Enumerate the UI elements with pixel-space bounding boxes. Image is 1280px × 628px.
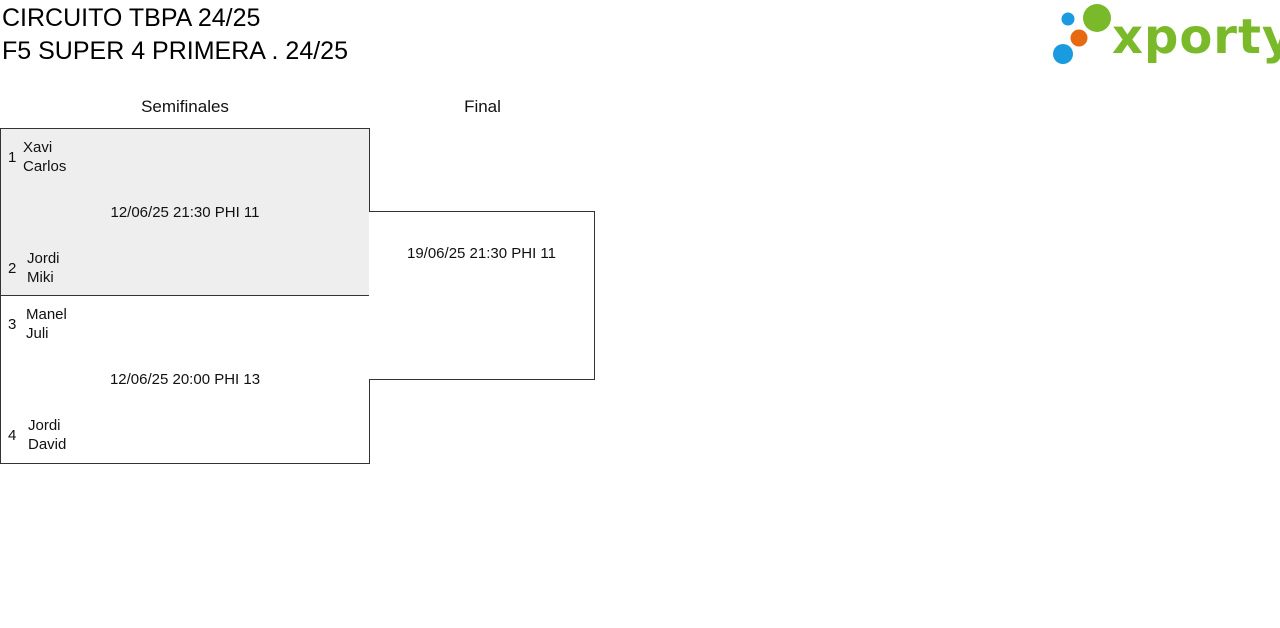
tournament-title: CIRCUITO TBPA 24/25: [2, 4, 261, 32]
team-pair: Manel Juli: [26, 305, 67, 343]
player-name: Miki: [27, 269, 54, 286]
round-title-final: Final: [464, 97, 501, 116]
xporty-dots-icon: [1053, 4, 1111, 64]
match-schedule: 19/06/25 21:30 PHI 11: [406, 245, 556, 262]
team-pair: Xavi Carlos: [23, 138, 66, 176]
player-name: Manel: [26, 306, 67, 323]
team-seed: 3: [8, 316, 17, 333]
player-name: Juli: [26, 325, 49, 342]
round-title-semifinals: Semifinales: [141, 97, 229, 116]
semifinal-match-1[interactable]: 1 Xavi Carlos 12/06/25 21:30 PHI 11 2 Jo…: [0, 128, 370, 296]
logo-dot-blue-small: [1061, 12, 1075, 26]
team-pair: Jordi Miki: [27, 249, 60, 287]
match-schedule: 12/06/25 20:00 PHI 13: [109, 371, 261, 388]
xporty-logo: xporty: [1050, 4, 1280, 68]
final-match[interactable]: 19/06/25 21:30 PHI 11: [369, 211, 595, 380]
logo-dot-green: [1083, 4, 1111, 32]
team-seed: 2: [8, 260, 17, 277]
category-title: F5 SUPER 4 PRIMERA . 24/25: [2, 37, 348, 65]
player-name: David: [28, 436, 67, 453]
player-name: Carlos: [23, 158, 67, 175]
match-schedule: 12/06/25 21:30 PHI 11: [110, 204, 260, 221]
player-name: Jordi: [27, 250, 60, 267]
team-seed: 1: [8, 149, 17, 166]
semifinal-match-2[interactable]: 3 Manel Juli 12/06/25 20:00 PHI 13 4 Jor…: [0, 295, 370, 464]
logo-wordmark: xporty: [1112, 9, 1280, 65]
player-name: Jordi: [28, 417, 61, 434]
logo-dot-orange: [1070, 29, 1088, 47]
player-name: Xavi: [23, 139, 53, 156]
logo-dot-blue-large: [1053, 44, 1073, 64]
team-seed: 4: [8, 427, 17, 444]
team-pair: Jordi David: [28, 416, 66, 454]
